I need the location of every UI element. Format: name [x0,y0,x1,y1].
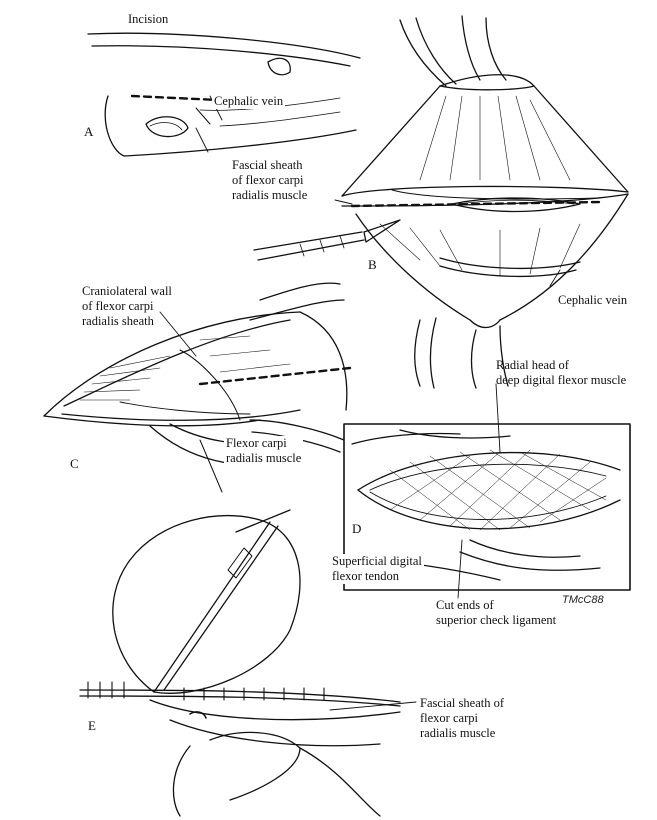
label-incision: Incision [128,12,169,26]
label-radial-head: Radial head of deep digital flexor muscl… [496,358,627,387]
panel-label-c: C [70,456,79,471]
panel-d-drawing [343,383,631,599]
panel-e-drawing [79,509,417,817]
panel-b-drawing [253,15,629,389]
panel-label-b: B [368,257,377,272]
label-fascial-sheath-e: Fascial sheath of flexor carpi radialis … [420,696,505,740]
panel-label-e: E [88,718,96,733]
label-cephalic-vein-a: Cephalic vein [212,94,286,109]
label-flexor-carpi-c: Flexor carpi radialis muscle [224,436,304,466]
label-cephalic-vein-b: Cephalic vein [558,293,628,307]
label-craniolateral-wall: Craniolateral wall of flexor carpi radia… [82,284,172,328]
label-cut-ends: Cut ends of superior check ligament [436,598,557,627]
panel-label-a: A [84,124,94,139]
artist-signature: TMcC88 [562,594,604,606]
label-fascial-sheath-b: Fascial sheath of flexor carpi radialis … [232,158,308,202]
label-superficial-digital: Superficial digital flexor tendon [330,554,424,584]
panel-label-d: D [352,521,362,536]
